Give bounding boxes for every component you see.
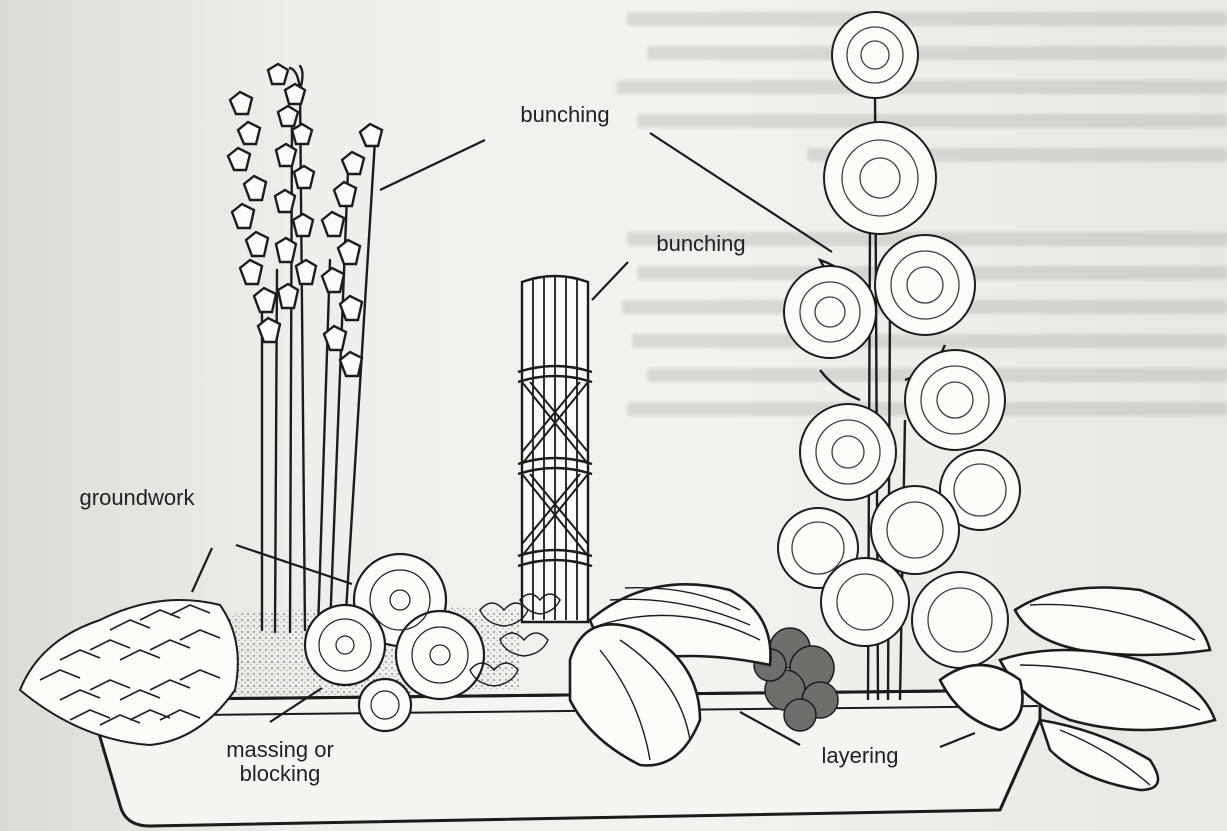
pompom-flower-tower (778, 12, 1020, 700)
ground-cover-mound (20, 600, 238, 745)
label-massing-or-blocking: massing or blocking (205, 738, 355, 786)
label-groundwork: groundwork (52, 486, 222, 510)
leader-bunching-middle (592, 262, 628, 300)
leader-groundwork-left (192, 548, 212, 592)
leader-bunching-left (380, 140, 485, 190)
leader-groundwork-right (236, 545, 352, 584)
label-layering: layering (800, 744, 920, 768)
tied-stick-bundle (518, 276, 592, 622)
bell-flower-stems (228, 64, 382, 632)
label-bunching-middle: bunching (636, 232, 766, 256)
label-bunching-top: bunching (500, 103, 630, 127)
